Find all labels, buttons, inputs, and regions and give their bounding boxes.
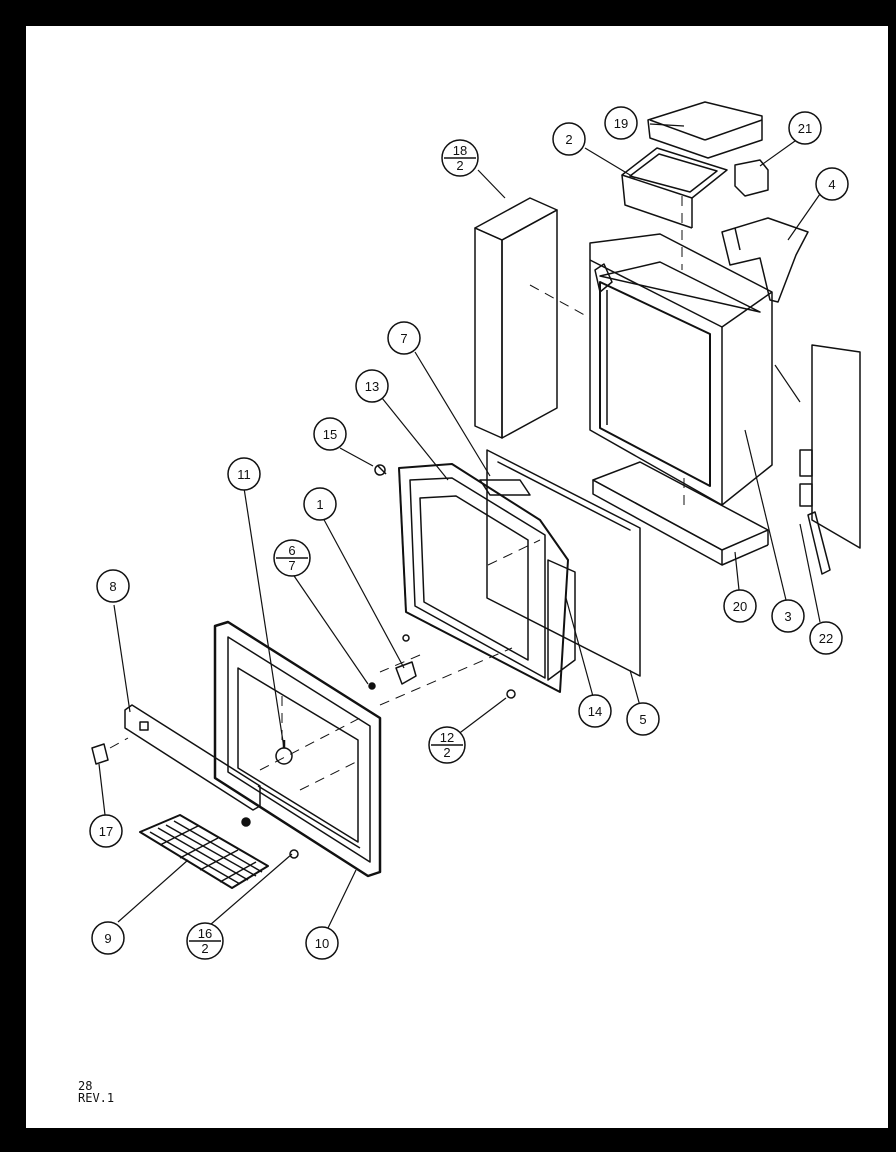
part-22-side-panel bbox=[799, 344, 861, 575]
svg-text:6: 6 bbox=[288, 543, 295, 558]
svg-text:2: 2 bbox=[443, 745, 450, 760]
svg-text:22: 22 bbox=[819, 631, 833, 646]
callout-8: 8 bbox=[96, 569, 130, 603]
revision-label: REV.1 bbox=[78, 1091, 115, 1105]
callout-10: 10 bbox=[305, 926, 339, 960]
callout-3: 3 bbox=[771, 599, 805, 633]
callout-17: 17 bbox=[89, 814, 123, 848]
fraction-callout-12-2: 12 2 bbox=[428, 726, 466, 764]
part-9-grille bbox=[139, 814, 269, 889]
part-12-fastener bbox=[506, 689, 516, 699]
svg-text:9: 9 bbox=[104, 931, 111, 946]
page-number: 28 bbox=[78, 1079, 93, 1093]
svg-text:3: 3 bbox=[784, 609, 791, 624]
svg-text:12: 12 bbox=[440, 730, 454, 745]
part-2-gasket-frame bbox=[621, 147, 728, 229]
callout-14: 14 bbox=[578, 694, 612, 728]
svg-text:1: 1 bbox=[316, 497, 323, 512]
callout-1: 1 bbox=[303, 487, 337, 521]
fraction-callout-18-2: 18 2 bbox=[441, 139, 479, 177]
callout-2: 2 bbox=[552, 122, 586, 156]
fraction-callouts: 18 2 6 7 12 2 16 2 bbox=[186, 139, 479, 960]
svg-text:5: 5 bbox=[639, 712, 646, 727]
assembly-center-lines bbox=[109, 196, 685, 791]
part-3-liner-housing bbox=[589, 233, 773, 506]
part-19-top-duct bbox=[647, 101, 763, 159]
svg-text:2: 2 bbox=[456, 158, 463, 173]
svg-text:14: 14 bbox=[588, 704, 602, 719]
svg-text:7: 7 bbox=[400, 331, 407, 346]
part-18-tall-block bbox=[474, 197, 558, 439]
svg-text:8: 8 bbox=[109, 579, 116, 594]
part-10-front-frame bbox=[213, 620, 382, 878]
svg-text:2: 2 bbox=[201, 941, 208, 956]
part-15-screw bbox=[374, 464, 387, 476]
svg-text:21: 21 bbox=[798, 121, 812, 136]
callout-21: 21 bbox=[788, 111, 822, 145]
part-4-side-scoop bbox=[721, 217, 809, 303]
callout-22: 22 bbox=[809, 621, 843, 655]
svg-text:20: 20 bbox=[733, 599, 747, 614]
leader-lines bbox=[98, 123, 821, 929]
part-7-13-14-frame-assembly bbox=[398, 463, 576, 693]
callout-11: 11 bbox=[227, 457, 261, 491]
scan-border-right bbox=[888, 0, 896, 1152]
scan-border-left bbox=[0, 0, 26, 1152]
svg-text:7: 7 bbox=[288, 558, 295, 573]
callout-20: 20 bbox=[723, 589, 757, 623]
part-21-tab bbox=[734, 159, 769, 197]
svg-text:15: 15 bbox=[323, 427, 337, 442]
callout-19: 19 bbox=[604, 106, 638, 140]
part-17-clip bbox=[91, 743, 109, 765]
svg-text:11: 11 bbox=[237, 467, 251, 482]
svg-text:19: 19 bbox=[614, 116, 628, 131]
part-5-mounting-plate bbox=[486, 449, 641, 677]
part-8-trim-strip bbox=[124, 704, 261, 811]
fraction-callout-16-2: 16 2 bbox=[186, 922, 224, 960]
svg-text:10: 10 bbox=[315, 936, 329, 951]
svg-text:2: 2 bbox=[565, 132, 572, 147]
callout-7: 7 bbox=[387, 321, 421, 355]
svg-text:13: 13 bbox=[365, 379, 379, 394]
part-16-screws bbox=[241, 817, 299, 859]
scan-border-top bbox=[0, 0, 896, 26]
callout-15: 15 bbox=[313, 417, 347, 451]
callout-5: 5 bbox=[626, 702, 660, 736]
fraction-callout-6-7: 6 7 bbox=[273, 539, 311, 577]
scan-border-bottom bbox=[0, 1128, 896, 1152]
svg-text:4: 4 bbox=[828, 177, 835, 192]
callout-9: 9 bbox=[91, 921, 125, 955]
part-1-latch bbox=[395, 634, 417, 685]
callout-4: 4 bbox=[815, 167, 849, 201]
svg-text:16: 16 bbox=[198, 926, 212, 941]
part-6-7-fastener bbox=[368, 682, 376, 690]
callout-bubbles: 1 2 3 4 5 7 8 9 10 11 13 14 15 17 19 20 … bbox=[89, 106, 849, 960]
svg-text:18: 18 bbox=[453, 143, 467, 158]
part-20-bottom-tray bbox=[592, 461, 769, 566]
svg-text:17: 17 bbox=[99, 824, 113, 839]
callout-13: 13 bbox=[355, 369, 389, 403]
